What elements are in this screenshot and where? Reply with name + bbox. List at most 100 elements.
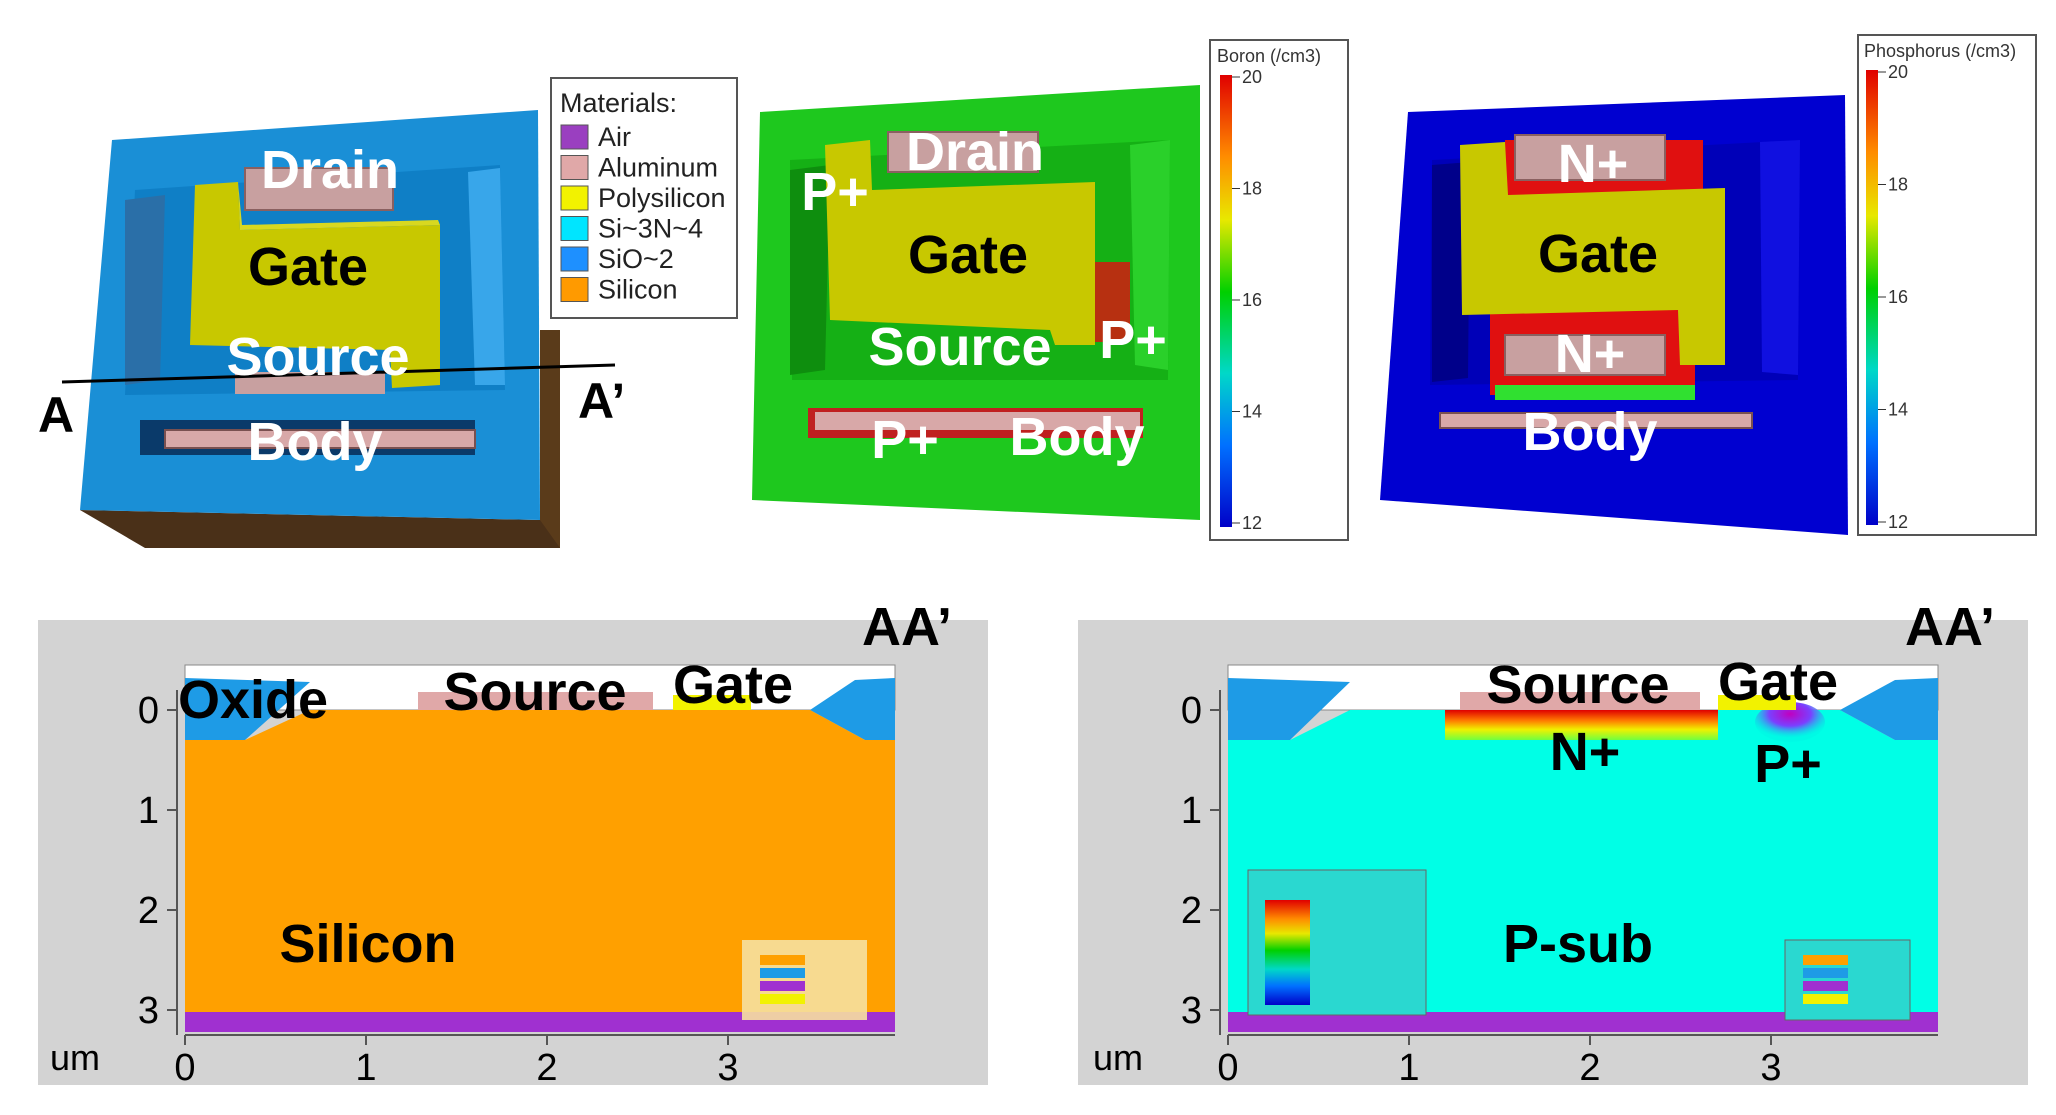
y-tick-label: 3: [138, 990, 159, 1032]
label-drain: Drain: [906, 122, 1044, 182]
phosphorus-colorbar: Phosphorus (/cm3) 20 18 16 14 12: [1857, 34, 2037, 536]
label-silicon: Silicon: [279, 914, 456, 974]
legend-swatch: [560, 124, 589, 150]
colorbar-tick-label: 18: [1888, 175, 1908, 195]
label-drain: Drain: [261, 140, 399, 200]
mini-legend: [742, 940, 867, 1020]
source-metal: [1460, 692, 1700, 710]
legend-swatch: [560, 246, 589, 272]
boron-recess-left: [790, 165, 830, 375]
legend-swatch: [560, 277, 589, 302]
x-tick-label: 0: [1217, 1047, 1238, 1089]
mini-legend: [1784, 939, 1911, 1021]
x-tick-label: 1: [355, 1047, 376, 1089]
x-tick-label: 1: [1398, 1047, 1419, 1089]
label-body: Body: [1523, 402, 1658, 462]
panel-phosphorus-3d: N+ Gate N+ Body Phosphorus (/cm3) 201816…: [1380, 34, 2037, 536]
label-gate: Gate: [1538, 224, 1658, 284]
phos-body-contact: [1439, 412, 1753, 429]
unit-label: um: [50, 1037, 100, 1078]
label-gate: Gate: [248, 237, 368, 297]
source-contact: [235, 372, 385, 394]
y-tick-label: 0: [138, 690, 159, 732]
colorbar-tick-label: 12: [1242, 513, 1262, 533]
phos-source-contact: [1504, 334, 1666, 376]
y-tick-label: 3: [1181, 990, 1202, 1032]
oxide-right: [1840, 678, 1938, 740]
legend-item-label: Air: [598, 122, 631, 152]
gate-poly: [673, 695, 751, 710]
colorbar-tick-label: 12: [1888, 512, 1908, 532]
label-source: Source: [868, 317, 1051, 377]
colorbar-title: Boron (/cm3): [1217, 46, 1321, 66]
label-psub: P-sub: [1503, 914, 1653, 974]
x-tick-label: 2: [1579, 1047, 1600, 1089]
block-side: [540, 330, 560, 548]
label-p-plus-3: P+: [871, 410, 939, 470]
legend-item-label: SiO~2: [598, 244, 674, 274]
substrate-air: [185, 1012, 895, 1032]
legend-swatch: [560, 155, 589, 180]
doping-legend-inset: [1247, 869, 1427, 1016]
colorbar-tick-label: 16: [1888, 287, 1908, 307]
colorbar-tick-label: 20: [1888, 62, 1908, 82]
label-source: Source: [1486, 655, 1669, 715]
label-n-plus: N+: [1550, 722, 1621, 782]
legend-item-label: Silicon: [598, 275, 678, 305]
boron-gate: [825, 140, 1095, 345]
boron-recess-right: [1130, 140, 1170, 370]
gate-poly: [1718, 695, 1796, 710]
legend-swatch: [560, 216, 589, 241]
colorbar-scale: [1220, 75, 1232, 527]
y-tick-label: 2: [138, 890, 159, 932]
panel-materials-3d: Drain Gate Source Body A A’ Materials: A…: [38, 77, 738, 548]
cut-line-aa: [61, 363, 616, 384]
oxide-left: [185, 678, 310, 740]
recess-shadow-left: [125, 195, 165, 385]
phos-drain-contact: [1514, 134, 1666, 181]
y-tick-label: 1: [1181, 790, 1202, 832]
label-n-plus-source: N+: [1555, 324, 1626, 384]
source-metal: [418, 692, 653, 710]
unit-label: um: [1093, 1037, 1143, 1078]
label-gate: Gate: [1718, 652, 1838, 712]
label-gate: Gate: [673, 655, 793, 715]
phos-recess-right: [1760, 140, 1800, 375]
x-tick-label: 0: [174, 1047, 195, 1089]
label-source: Source: [443, 662, 626, 722]
boron-body-contact: [815, 412, 1140, 430]
silicon-region: [185, 710, 895, 1012]
phos-gate: [1460, 142, 1725, 365]
gate-poly-top: [238, 182, 440, 230]
boron-p-plus-glow: [1095, 262, 1130, 342]
x-tick-label: 3: [1760, 1047, 1781, 1089]
colorbar-tick-label: 16: [1242, 290, 1262, 310]
legend-item-label: Polysilicon: [598, 183, 726, 213]
y-tick-label: 1: [138, 790, 159, 832]
phos-source-glow-edge: [1495, 385, 1695, 400]
corner-label: AA’: [1905, 597, 1995, 657]
colorbar-tick-label: 14: [1888, 400, 1908, 420]
x-tick-label: 3: [717, 1047, 738, 1089]
body-contact: [164, 429, 476, 449]
legend-item-label: Si~3N~4: [598, 214, 703, 244]
colorbar-title: Phosphorus (/cm3): [1864, 41, 2016, 61]
colorbar-tick-label: 20: [1242, 67, 1262, 87]
panel-boron-3d: Drain P+ Gate Source P+ P+ Body Boron (/…: [752, 39, 1349, 541]
y-tick-label: 0: [1181, 690, 1202, 732]
n-plus-region: [1445, 710, 1718, 740]
label-body: Body: [248, 412, 383, 472]
legend-title: Materials:: [560, 88, 677, 118]
phos-recess-left: [1432, 162, 1470, 382]
label-source: Source: [226, 327, 409, 387]
materials-legend: Materials: AirAluminumPolysiliconSi~3N~4…: [550, 77, 738, 319]
oxide-left: [1228, 678, 1350, 740]
substrate-air: [1228, 1012, 1938, 1032]
p-plus-region: [1755, 702, 1825, 742]
